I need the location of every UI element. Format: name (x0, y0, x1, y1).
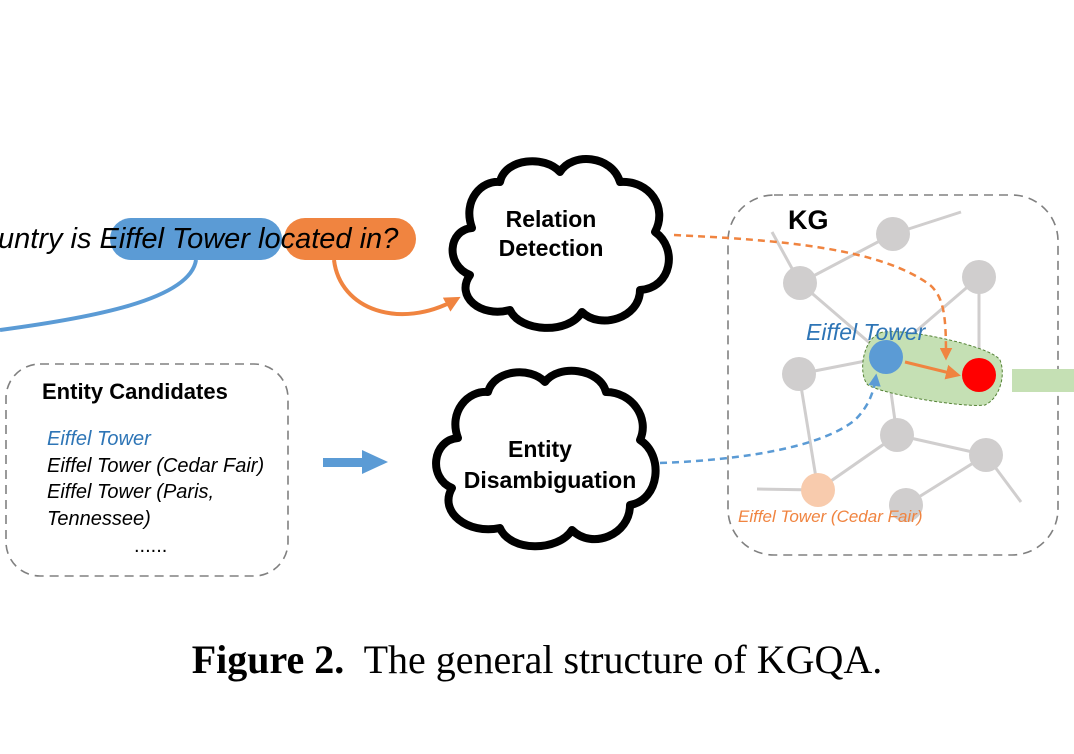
kg-topic-entity-label: Eiffel Tower (806, 319, 927, 345)
caption-text: The general structure of KGQA. (363, 637, 883, 682)
relation-to-kg-link (673, 233, 953, 361)
kg-distractor-label: Eiffel Tower (Cedar Fair) (738, 507, 923, 526)
relation-detection-label-1: Relation (506, 206, 597, 232)
disambiguation-to-kg-link (659, 373, 881, 465)
candidate-item: Tennessee) (47, 508, 151, 530)
kgqa-diagram: untry is Eiffel Tower located in? Relati… (0, 155, 1074, 577)
relation-span-highlight (284, 218, 416, 260)
kg-node-distractor (801, 473, 835, 507)
answer-output-bar (1012, 369, 1074, 392)
kg-node (876, 217, 910, 251)
kg-node (969, 438, 1003, 472)
kg-node (880, 418, 914, 452)
entity-disambiguation-label-1: Entity (508, 436, 572, 462)
entity-link-curve (0, 259, 198, 332)
entity-disambiguation-label-2: Disambiguation (464, 467, 637, 493)
question-suffix: ? (382, 223, 399, 255)
entity-candidates-box (5, 363, 289, 577)
caption-label: Figure 2. (191, 637, 345, 682)
question-entity-span: Eiffel Tower (100, 223, 252, 255)
kg-title: KG (788, 205, 829, 235)
kg-node-answer (962, 358, 996, 392)
entity-span-highlight (110, 218, 282, 260)
kg-nodes (782, 217, 1003, 522)
candidate-item: Eiffel Tower (47, 428, 152, 450)
relation-arrow (332, 259, 461, 316)
kg-node (783, 266, 817, 300)
kg-node (962, 260, 996, 294)
kg-node (782, 357, 816, 391)
question-prefix: untry is (0, 223, 100, 255)
kg-node (889, 488, 923, 522)
figure-caption: Figure 2. The general structure of KGQA. (0, 636, 1074, 683)
question-text: untry is Eiffel Tower located in? (0, 223, 399, 255)
entity-disambiguation-cloud: Entity Disambiguation (432, 366, 660, 551)
candidate-ellipsis: ...... (134, 535, 167, 557)
entity-candidates-title: Entity Candidates (42, 379, 228, 404)
question-space (250, 223, 258, 255)
kg-box (727, 194, 1059, 556)
kg-relation-edge (904, 360, 961, 380)
candidates-to-disambiguation-arrow (323, 450, 388, 474)
candidate-item: Eiffel Tower (Cedar Fair) (47, 455, 264, 477)
relation-detection-cloud: Relation Detection (448, 155, 673, 332)
question-relation-span: located in (258, 223, 382, 255)
kg-node-topic-entity (869, 340, 903, 374)
relation-detection-label-2: Detection (499, 235, 604, 261)
candidate-item: Eiffel Tower (Paris, (47, 481, 214, 503)
